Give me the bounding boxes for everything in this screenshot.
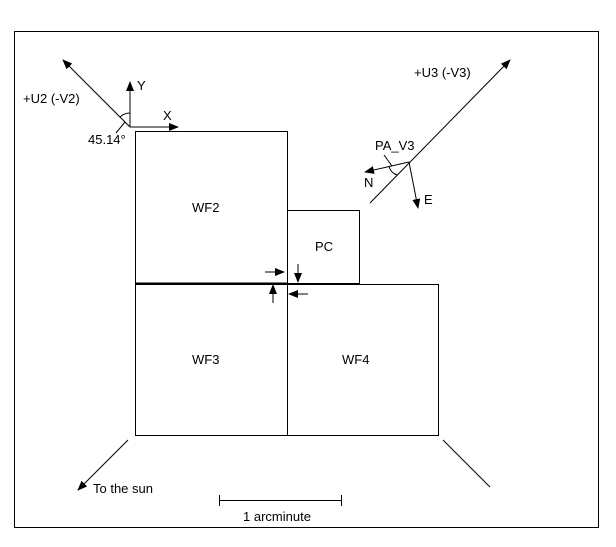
pa-arc-icon <box>388 165 398 176</box>
chip-wf4 <box>287 284 439 436</box>
east-arrow-icon <box>408 161 421 209</box>
sun-label: To the sun <box>93 481 153 496</box>
chip-label-pc: PC <box>315 239 333 254</box>
u3-arrow-icon <box>369 59 511 204</box>
north-label: N <box>364 175 373 190</box>
chip-label-wf2: WF2 <box>192 200 219 215</box>
pa-leader <box>383 154 393 167</box>
diagram-frame <box>14 31 599 528</box>
pa-v3-label: PA_V3 <box>375 138 415 153</box>
chip-label-wf3: WF3 <box>192 352 219 367</box>
east-label: E <box>424 192 433 207</box>
u3-label: +U3 (-V3) <box>414 65 471 80</box>
angle-label: 45.14° <box>88 132 126 147</box>
u2-arrow-icon <box>62 59 131 128</box>
north-arrow-icon <box>364 161 410 174</box>
y-axis-label: Y <box>137 78 146 93</box>
chip-pc <box>287 210 360 284</box>
x-axis-label: X <box>163 108 172 123</box>
scale-bar <box>219 495 342 506</box>
u2-label: +U2 (-V2) <box>23 91 80 106</box>
corner-line <box>442 439 491 488</box>
scale-label: 1 arcminute <box>243 509 311 524</box>
angle-arc-icon <box>119 112 131 118</box>
angle-leader <box>115 121 126 134</box>
sun-arrow-icon <box>77 439 129 491</box>
chip-label-wf4: WF4 <box>342 352 369 367</box>
